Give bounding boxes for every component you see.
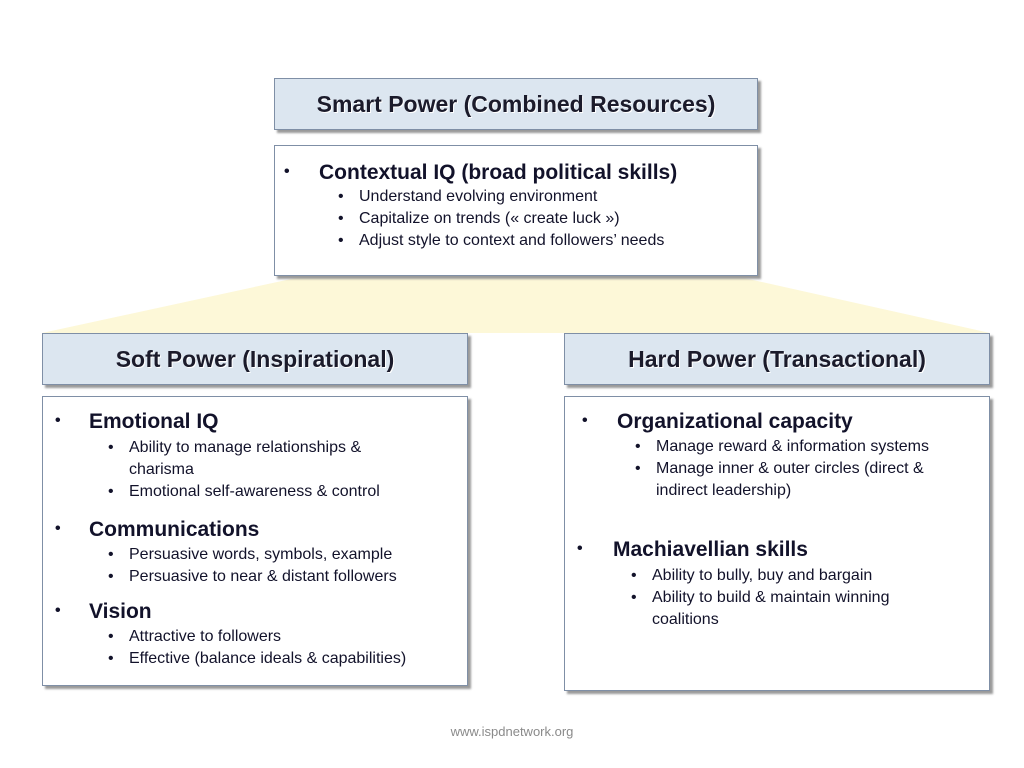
- sub-dot: •: [635, 438, 641, 455]
- sub-text: Ability to manage relationships &: [129, 439, 362, 456]
- sub-dot: •: [338, 232, 344, 249]
- bullet-dot: •: [577, 540, 583, 557]
- sub-text: Capitalize on trends (« create luck »): [359, 210, 620, 227]
- soft-power-header: Soft Power (Inspirational): [42, 333, 468, 385]
- bullet-label: Organizational capacity: [617, 410, 853, 433]
- bullet-dot: •: [55, 520, 61, 537]
- sub-text: Emotional self-awareness & control: [129, 483, 380, 500]
- hard-power-header: Hard Power (Transactional): [564, 333, 990, 385]
- sub-text: Adjust style to context and followers’ n…: [359, 232, 665, 249]
- bullet-dot: •: [55, 602, 61, 619]
- sub-text: coalitions: [652, 611, 719, 628]
- sub-dot: •: [108, 568, 114, 585]
- sub-text: Persuasive words, symbols, example: [129, 546, 393, 563]
- bullet-label: Emotional IQ: [89, 410, 219, 433]
- sub-text: Attractive to followers: [129, 628, 282, 645]
- sub-dot: •: [108, 650, 114, 667]
- hard-power-content: • Organizational capacity • Manage rewar…: [564, 396, 990, 691]
- sub-dot: •: [635, 460, 641, 477]
- footer-url: www.ispdnetwork.org: [450, 724, 574, 739]
- sub-text: Effective (balance ideals & capabilities…: [129, 650, 407, 667]
- bullet-label: Machiavellian skills: [613, 538, 808, 561]
- sub-dot: •: [108, 483, 114, 500]
- sub-dot: •: [631, 589, 637, 606]
- sub-dot: •: [338, 188, 344, 205]
- bullet-dot: •: [582, 412, 588, 429]
- smart-power-header: Smart Power (Combined Resources): [274, 78, 758, 130]
- sub-dot: •: [338, 210, 344, 227]
- bullet-label: Vision: [89, 600, 152, 623]
- sub-text: Ability to bully, buy and bargain: [652, 567, 873, 584]
- soft-power-title: Soft Power (Inspirational): [115, 345, 395, 372]
- soft-power-content: • Emotional IQ • Ability to manage relat…: [42, 396, 468, 686]
- hard-power-title: Hard Power (Transactional): [628, 345, 926, 372]
- sub-text: indirect leadership): [656, 482, 792, 499]
- sub-dot: •: [108, 546, 114, 563]
- bullet-dot: •: [284, 163, 290, 180]
- smart-power-content: • Contextual IQ (broad political skills)…: [274, 145, 758, 276]
- sub-dot: •: [631, 567, 637, 584]
- sub-text: charisma: [129, 461, 194, 478]
- sub-dot: •: [108, 628, 114, 645]
- sub-text: Ability to build & maintain winning: [652, 589, 890, 606]
- sub-dot: •: [108, 439, 114, 456]
- sub-text: Manage reward & information systems: [656, 438, 929, 455]
- bullet-dot: •: [55, 412, 61, 429]
- smart-power-title: Smart Power (Combined Resources): [316, 90, 716, 117]
- bullet-label: Contextual IQ (broad political skills): [319, 161, 678, 184]
- sub-text: Persuasive to near & distant followers: [129, 568, 397, 585]
- sub-text: Manage inner & outer circles (direct &: [656, 460, 924, 477]
- bullet-label: Communications: [89, 518, 260, 541]
- sub-text: Understand evolving environment: [359, 188, 598, 205]
